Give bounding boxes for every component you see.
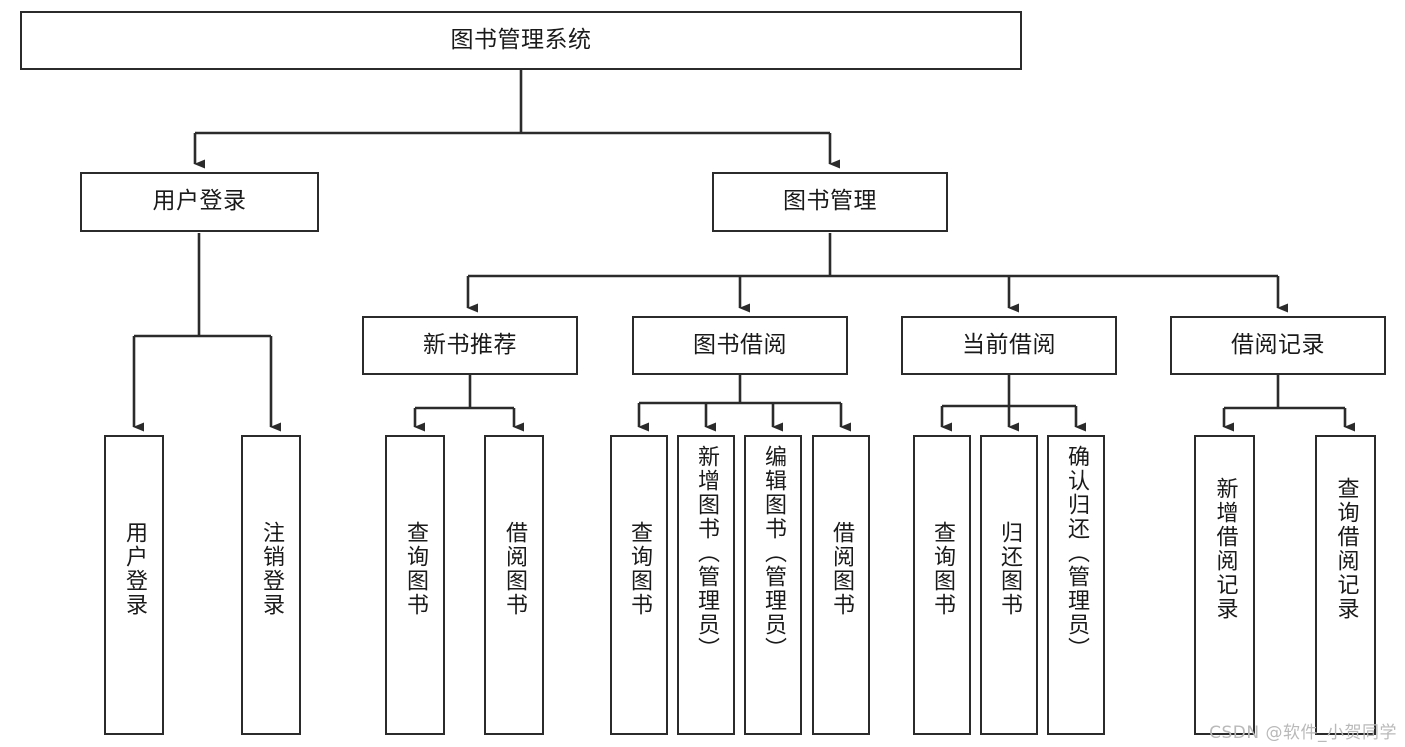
node-label: 用户登录: [122, 521, 147, 617]
leaf-add-record[interactable]: 新增借阅记录: [1194, 435, 1255, 735]
leaf-borrow-book-1[interactable]: 借阅图书: [484, 435, 544, 735]
node-label: 编辑图书（管理员）: [761, 445, 786, 661]
node-label: 查询图书: [627, 521, 652, 617]
node-label: 当前借阅: [962, 331, 1056, 358]
leaf-user-login[interactable]: 用户登录: [104, 435, 164, 735]
node-label: 图书管理系统: [450, 26, 592, 53]
node-label: 查询借阅记录: [1333, 477, 1359, 621]
leaf-query-book-1[interactable]: 查询图书: [385, 435, 445, 735]
node-label: 借阅图书: [502, 521, 527, 617]
node-label: 注销登录: [259, 521, 284, 617]
node-label: 图书借阅: [693, 331, 787, 358]
node-label: 归还图书: [997, 521, 1022, 617]
node-borrow-record[interactable]: 借阅记录: [1170, 316, 1386, 375]
node-user-login[interactable]: 用户登录: [80, 172, 319, 232]
leaf-return-book[interactable]: 归还图书: [980, 435, 1038, 735]
csdn-watermark: CSDN @软件_小贺同学: [1209, 723, 1397, 743]
leaf-add-book[interactable]: 新增图书（管理员）: [677, 435, 735, 735]
node-root-system[interactable]: 图书管理系统: [20, 11, 1022, 70]
leaf-query-book-3[interactable]: 查询图书: [913, 435, 971, 735]
node-label: 新增图书（管理员）: [694, 445, 719, 661]
node-label: 查询图书: [403, 521, 428, 617]
leaf-confirm-return[interactable]: 确认归还（管理员）: [1047, 435, 1105, 735]
node-book-borrow[interactable]: 图书借阅: [632, 316, 848, 375]
node-label: 新增借阅记录: [1212, 477, 1238, 621]
node-label: 借阅图书: [829, 521, 854, 617]
leaf-query-record[interactable]: 查询借阅记录: [1315, 435, 1376, 735]
node-label: 用户登录: [152, 188, 247, 215]
node-label: 图书管理: [783, 188, 877, 215]
node-book-management[interactable]: 图书管理: [712, 172, 948, 232]
node-current-borrow[interactable]: 当前借阅: [901, 316, 1117, 375]
leaf-edit-book[interactable]: 编辑图书（管理员）: [744, 435, 802, 735]
node-new-book-recommend[interactable]: 新书推荐: [362, 316, 578, 375]
node-label: 借阅记录: [1231, 331, 1325, 358]
node-label: 确认归还（管理员）: [1064, 445, 1089, 661]
leaf-query-book-2[interactable]: 查询图书: [610, 435, 668, 735]
node-label: 新书推荐: [423, 331, 517, 358]
node-label: 查询图书: [930, 521, 955, 617]
leaf-user-logout[interactable]: 注销登录: [241, 435, 301, 735]
leaf-borrow-book-2[interactable]: 借阅图书: [812, 435, 870, 735]
